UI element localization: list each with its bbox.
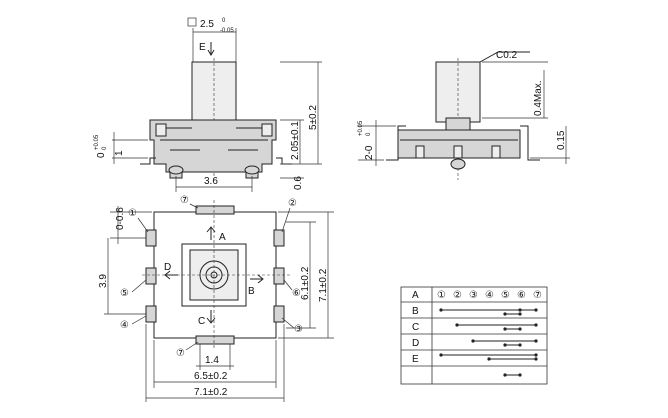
side-actuator: [435, 61, 481, 123]
dim-inner-w: 6.5±0.2: [194, 371, 228, 382]
dim-top-tol-upper: 0: [222, 18, 226, 24]
arrow-down-icon: [206, 310, 216, 324]
pin-4-label: ④: [120, 320, 129, 331]
table-row-label-3: E: [412, 354, 419, 365]
dim-left-small-tol-lower: 0: [102, 146, 108, 150]
top-view: A B C D ① ② ③ ④ ⑤ ⑥ ⑦ ⑦ 0-0.6 3.9: [98, 195, 334, 402]
dim-max: 0.4Max.: [533, 80, 544, 116]
pin-2-label: ②: [288, 198, 297, 209]
dim-inner-h: 6.1±0.2: [300, 266, 311, 300]
switch-body: [149, 119, 277, 173]
table-header-7: ⑦: [533, 290, 542, 301]
top-body-outline: [153, 211, 277, 339]
pin-7-top-label: ⑦: [180, 195, 189, 206]
dim-height: 5±0.2: [308, 105, 319, 130]
pin-3-label: ③: [294, 324, 303, 335]
dim-top-tol-lower: -0.05: [220, 28, 234, 34]
dim-top-value: 2.5: [200, 19, 214, 30]
square-symbol: [187, 17, 197, 27]
actuator-stem: [191, 61, 237, 123]
table-header-6: ⑥: [517, 290, 526, 301]
pin-5-label: ⑤: [120, 288, 129, 299]
dim-left-one: 1: [114, 150, 125, 156]
table-header-1: ①: [437, 290, 446, 301]
dim-outer-w: 7.1±0.2: [194, 387, 228, 398]
connection-dots: [439, 308, 538, 377]
chamfer-label: C0.2: [496, 50, 518, 61]
pin-1-label: ①: [128, 208, 137, 219]
front-view: 2.5 0 -0.05 E 5±0.2 2.05±0.1 0.6: [94, 17, 322, 192]
dim-width: 3.6: [204, 176, 218, 187]
table-row-label-0: B: [412, 306, 419, 317]
connection-lines: [441, 309, 536, 376]
dim-left: 2-0: [364, 145, 375, 160]
arrow-down-icon: [207, 42, 215, 56]
table-row-label-2: D: [412, 338, 419, 349]
dir-C: C: [198, 316, 205, 327]
dir-A: A: [219, 232, 226, 243]
table-header-0: A: [412, 290, 419, 301]
dim-outer-h: 7.1±0.2: [318, 268, 329, 302]
dim-left-small-tol-upper: +0.05: [94, 134, 100, 150]
dir-D: D: [164, 262, 171, 273]
dir-B: B: [248, 286, 255, 297]
dim-left-tol-lower: 0: [366, 132, 372, 136]
dim-bottom-small: 1.4: [205, 355, 219, 366]
dim-left-tol-upper: +0.05: [358, 120, 364, 136]
dim-right-small: 0.6: [293, 176, 304, 190]
side-view: C0.2 0.4Max. 0.15 2-0 +0.05 0: [358, 50, 570, 180]
dim-left-small: 0: [96, 152, 107, 158]
table-header-2: ②: [453, 290, 462, 301]
connection-table: A ① ② ③ ④ ⑤ ⑥ ⑦ B C D E: [400, 286, 548, 385]
dim-left: 3.9: [98, 274, 109, 288]
dim-mid: 2.05±0.1: [290, 121, 301, 160]
dim-top-left: 0-0.6: [115, 207, 126, 230]
arrow-right-icon: [250, 274, 264, 284]
arrow-up-icon: [206, 226, 216, 240]
table-header-5: ⑤: [501, 290, 510, 301]
table-header-3: ③: [469, 290, 478, 301]
label-E: E: [199, 42, 206, 53]
table-header-4: ④: [485, 290, 494, 301]
dim-right: 0.15: [556, 130, 567, 150]
arrow-left-icon: [164, 270, 178, 280]
table-row-label-1: C: [412, 322, 419, 333]
pin-6-label: ⑥: [292, 288, 301, 299]
pin-7-bottom-label: ⑦: [176, 348, 185, 359]
